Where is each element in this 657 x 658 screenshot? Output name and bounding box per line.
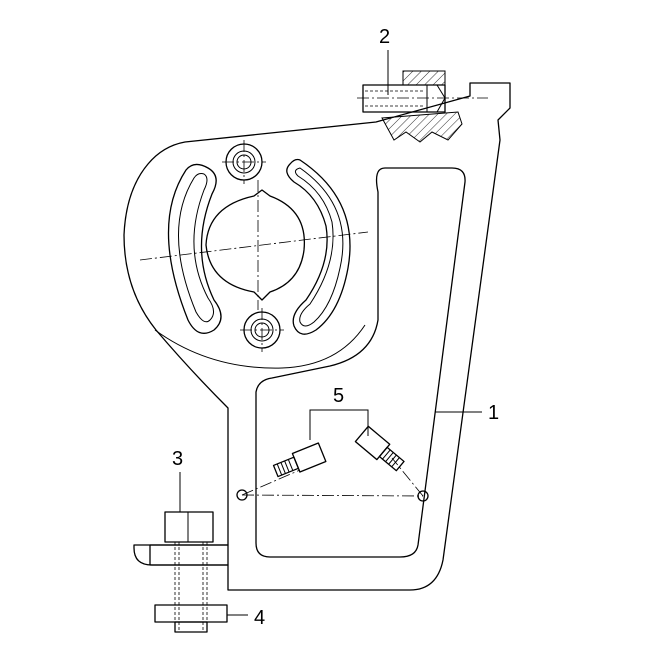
callout-5: 5 [333,385,344,407]
right-arc-slot [286,158,351,335]
nut-4 [154,604,228,633]
central-bore [139,180,369,310]
locating-pins [236,457,429,502]
lobe-contour [154,324,366,369]
callout-2: 2 [379,26,390,48]
screw-5-right [354,425,405,472]
set-screw-2 [357,70,488,143]
callout-1: 1 [488,402,499,424]
left-arc-slot [167,163,222,334]
bolt-3 [149,511,229,630]
callout-4: 4 [254,607,265,629]
callout-3: 3 [172,448,183,470]
leader-lines [179,50,482,616]
lower-counterbore-hole [240,308,284,352]
fixture-body [123,82,511,591]
upper-counterbore-hole [222,140,266,184]
screw-5-left [272,442,327,478]
